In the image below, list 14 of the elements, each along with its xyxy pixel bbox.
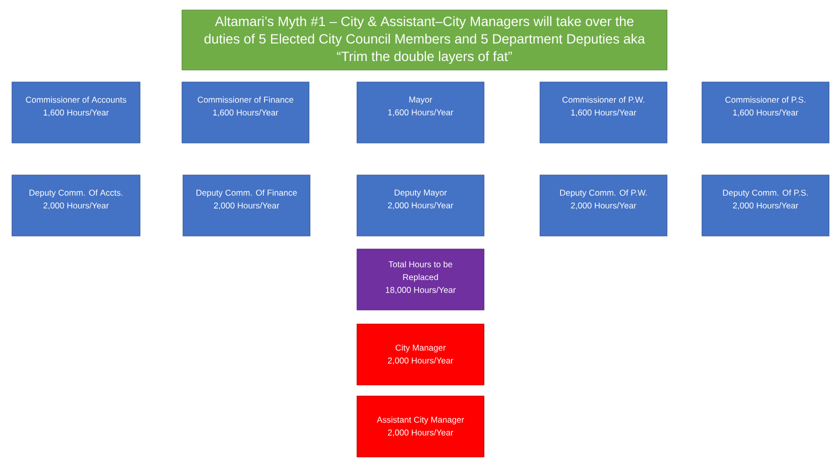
title-banner: Altamari’s Myth #1 – City & Assistant–City Managers will take over the duties of 5 Elected City Council Members and 5 Department Deputies aka “Trim the double layers of fat” — [182, 10, 668, 70]
role-box: Commissioner of P.S. 1,600 Hours/Year — [702, 82, 830, 144]
manager-box: Assistant City Manager 2,000 Hours/Year — [356, 396, 484, 458]
manager-box: City Manager 2,000 Hours/Year — [356, 324, 484, 386]
role-box: Deputy Comm. Of Accts. 2,000 Hours/Year — [12, 174, 140, 236]
role-box: Deputy Mayor 2,000 Hours/Year — [356, 174, 484, 236]
role-box: Commissioner of Finance 1,600 Hours/Year — [182, 82, 310, 144]
role-box: Deputy Comm. Of P.S. 2,000 Hours/Year — [702, 174, 830, 236]
role-box: Commissioner of P.W. 1,600 Hours/Year — [540, 82, 668, 144]
total-box: Total Hours to be Replaced 18,000 Hours/Year — [356, 248, 484, 310]
role-box: Commissioner of Accounts 1,600 Hours/Year — [12, 82, 140, 144]
role-box: Deputy Comm. Of P.W. 2,000 Hours/Year — [540, 174, 668, 236]
role-box: Deputy Comm. Of Finance 2,000 Hours/Year — [182, 174, 310, 236]
role-box: Mayor 1,600 Hours/Year — [356, 82, 484, 144]
